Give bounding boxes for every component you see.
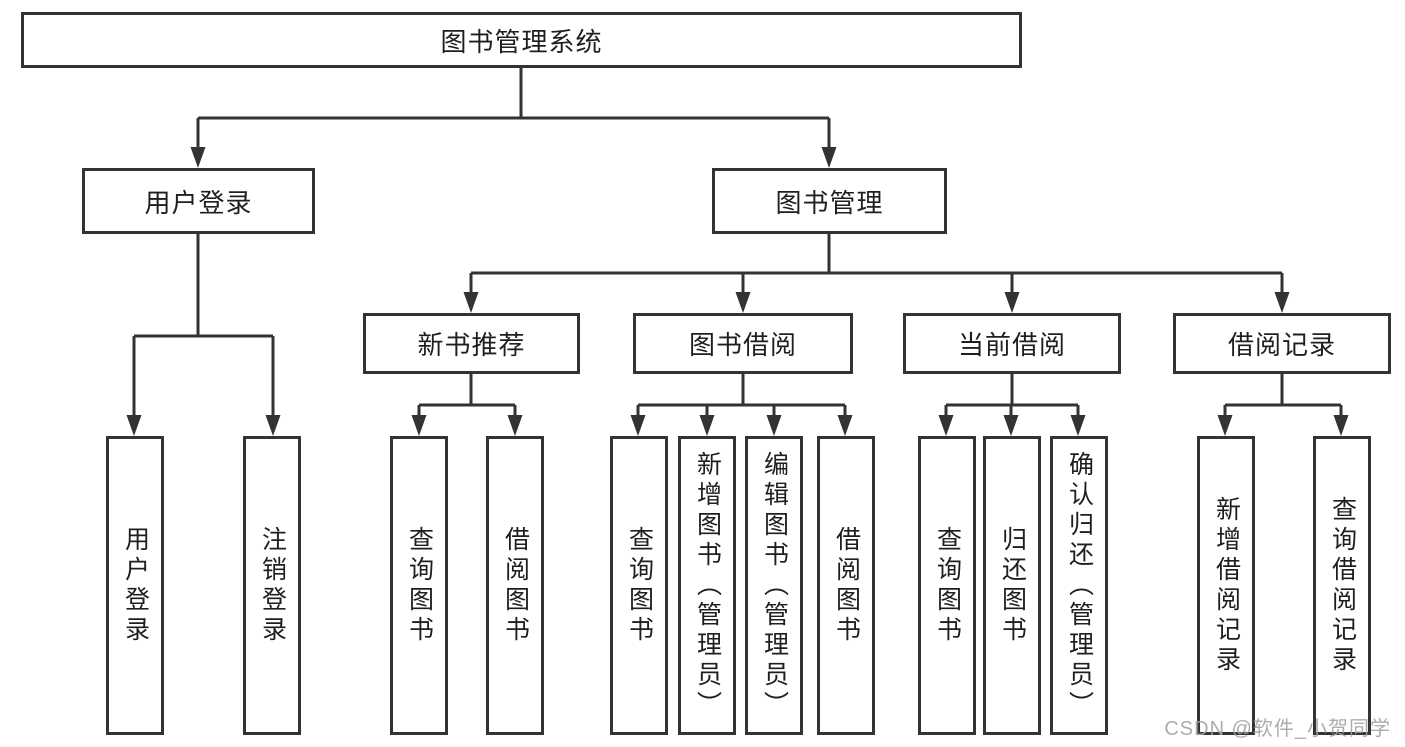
leaf-query-book: 查询图书 [610,436,668,735]
node-book-management: 图书管理 [712,168,947,234]
csdn-watermark: CSDN @软件_小贺同学 [1164,718,1391,740]
node-current-borrowing: 当前借阅 [903,313,1121,374]
leaf-edit-book-admin: 编辑图书（管理员） [745,436,803,735]
node-book-borrowing: 图书借阅 [633,313,853,374]
leaf-borrow-book: 借阅图书 [817,436,875,735]
leaf-query-borrow-record: 查询借阅记录 [1313,436,1371,735]
leaf-borrow-book: 借阅图书 [486,436,544,735]
leaf-add-book-admin: 新增图书（管理员） [678,436,736,735]
leaf-confirm-return-admin: 确认归还（管理员） [1050,436,1108,735]
node-new-book-recommend: 新书推荐 [363,313,580,374]
leaf-logout: 注销登录 [243,436,301,735]
connector-segments [132,67,1343,418]
node-borrow-records: 借阅记录 [1173,313,1391,374]
leaf-query-book: 查询图书 [390,436,448,735]
node-user-login: 用户登录 [82,168,315,234]
leaf-add-borrow-record: 新增借阅记录 [1197,436,1255,735]
node-library-management-system: 图书管理系统 [21,12,1022,68]
leaf-user-login: 用户登录 [106,436,164,735]
leaf-return-book: 归还图书 [983,436,1041,735]
leaf-query-book: 查询图书 [918,436,976,735]
